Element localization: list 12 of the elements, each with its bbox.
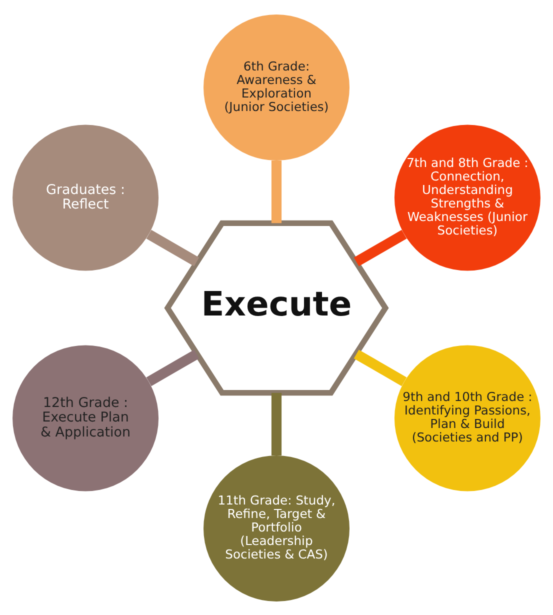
node-circle: Graduates : Reflect (12, 124, 159, 270)
connector (354, 349, 407, 386)
connector (146, 349, 200, 386)
connector (271, 392, 282, 455)
connector (146, 229, 200, 266)
node-circle: 6th Grade: Awareness & Exploration (Junior Societies) (204, 14, 350, 160)
node-circle: 12th Grade : Execute Plan & Application (12, 344, 159, 491)
node-circle: 11th Grade: Study, Refine, Target & Portfolio (Leadership Societies & CAS) (204, 455, 350, 601)
connector (354, 229, 407, 266)
node-circle: 7th and 8th Grade : Connection, Understanding Strengths & Weaknesses (Junior Societies) (394, 124, 540, 270)
connector (271, 160, 282, 223)
node-circle: 9th and 10th Grade : Identifying Passions, Plan & Build (Societies and PP) (394, 344, 540, 491)
